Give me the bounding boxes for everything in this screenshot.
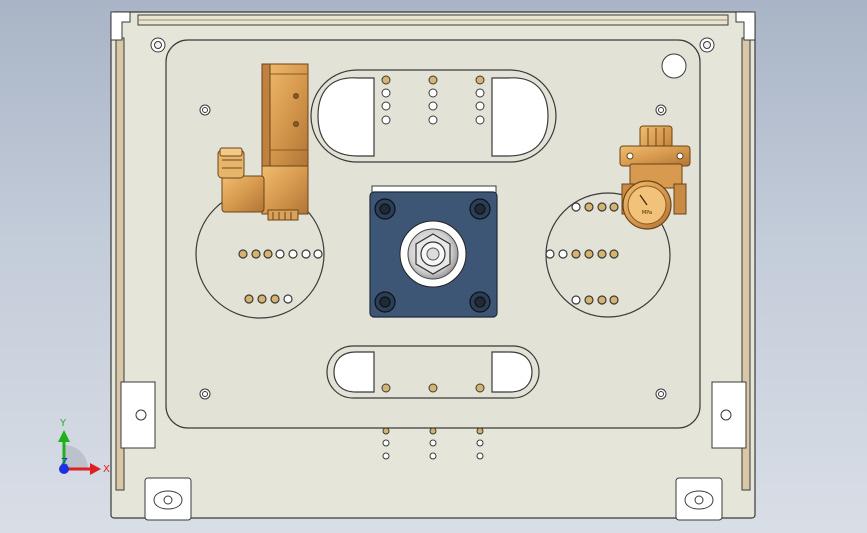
left-circle-boss <box>195 189 325 319</box>
pressure-gauge: MPa <box>622 180 672 230</box>
side-clamps <box>120 381 747 449</box>
bottom-tabs <box>144 477 723 521</box>
top-slot-holes <box>381 75 485 125</box>
bottom-slot-holes <box>381 383 485 460</box>
bottom-slot <box>326 345 540 399</box>
y-axis-label: Y <box>59 418 67 429</box>
gauge-dial-text: MPa <box>642 210 652 216</box>
top-slot <box>310 69 557 163</box>
z-axis-label: Z <box>61 457 68 468</box>
coordinate-triad[interactable] <box>58 430 101 475</box>
center-cylinder-block <box>369 185 498 318</box>
x-axis-label: X <box>103 464 110 475</box>
corner-screws <box>150 37 715 400</box>
solenoid-valve <box>217 63 309 221</box>
